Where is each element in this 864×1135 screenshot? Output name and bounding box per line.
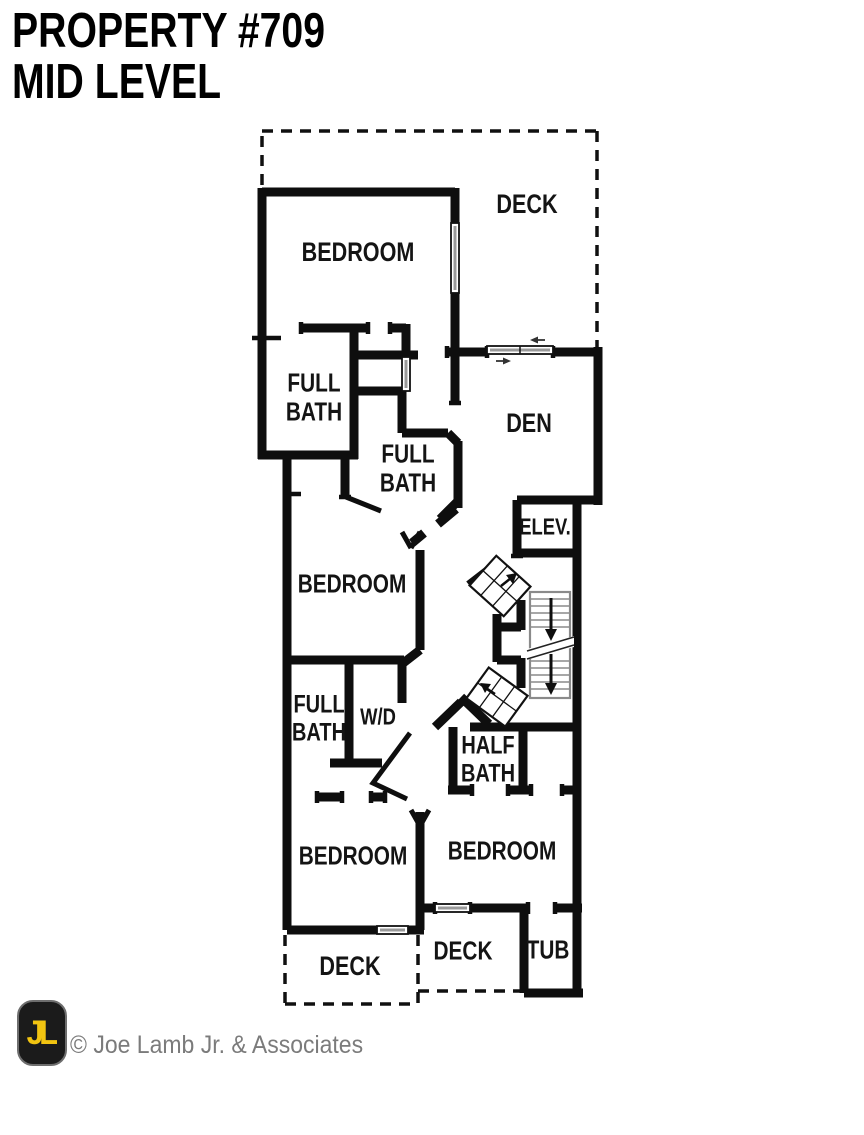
deck-outlines <box>260 129 599 1006</box>
jl-logo: JL <box>17 1000 67 1066</box>
room-label-bedroom-mid: BEDROOM <box>297 568 407 599</box>
window-bedroom-top <box>450 222 460 294</box>
window-bedroom-br <box>434 903 471 913</box>
staircase-flight-upper <box>467 554 533 618</box>
room-label-elevator: ELEV. <box>519 513 571 540</box>
window-closet <box>401 356 411 392</box>
room-label-deck-bottom-left: DECK <box>319 951 381 982</box>
room-label-deck-top: DECK <box>496 189 558 220</box>
room-label-full-bath-top: FULL BATH <box>285 367 343 426</box>
staircase-flight-lower <box>464 665 530 729</box>
windows <box>376 222 554 935</box>
room-label-bedroom-bottom-right: BEDROOM <box>447 835 557 866</box>
copyright-text: © Joe Lamb Jr. & Associates <box>70 1031 364 1059</box>
staircase-straight <box>526 590 575 700</box>
stair-down-arrows <box>545 598 557 695</box>
door-swings <box>345 494 432 828</box>
room-label-bedroom-top: BEDROOM <box>301 237 415 268</box>
room-label-full-bath-lower: FULL BATH <box>291 690 347 746</box>
stair-up-arrow-lower <box>480 683 496 696</box>
jl-logo-text: JL <box>26 1013 58 1052</box>
room-label-deck-bottom-mid: DECK <box>433 935 493 966</box>
branding-footer: JL © Joe Lamb Jr. & Associates <box>0 995 420 1075</box>
room-label-den: DEN <box>506 408 552 439</box>
room-label-tub: TUB <box>526 934 570 965</box>
page-title: PROPERTY #709 MID LEVEL <box>12 4 326 110</box>
room-label-full-bath-mid: FULL BATH <box>379 438 437 497</box>
stair-up-arrow-upper <box>500 573 517 587</box>
room-label-washer-dryer: W/D <box>360 703 396 730</box>
window-bedroom-bl <box>376 925 409 935</box>
room-label-bedroom-bottom-left: BEDROOM <box>298 840 408 871</box>
room-label-half-bath: HALF BATH <box>460 731 516 787</box>
slider-den-deck <box>486 336 554 365</box>
